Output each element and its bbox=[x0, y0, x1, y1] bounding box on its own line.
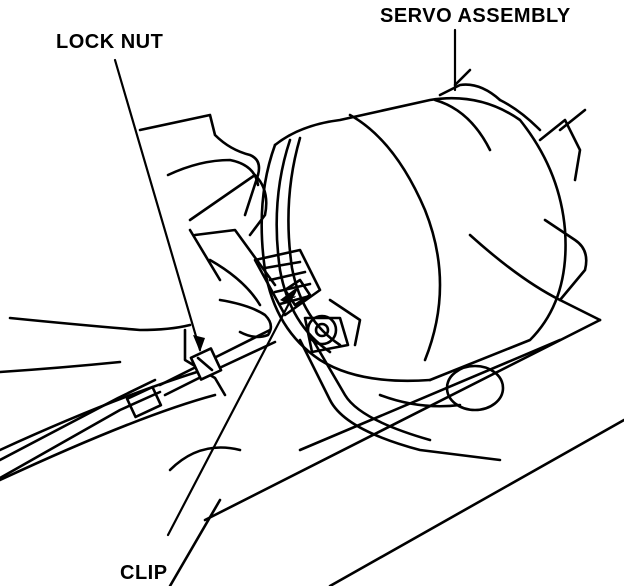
lock-nut-leader bbox=[113, 58, 202, 352]
servo-assembly-label: SERVO ASSEMBLY bbox=[380, 5, 571, 27]
mounting-bracket bbox=[0, 233, 624, 586]
leader-lines bbox=[113, 28, 457, 537]
clip-label: CLIP bbox=[120, 562, 168, 584]
linkage-assembly bbox=[253, 248, 502, 462]
lock-nut-label: LOCK NUT bbox=[56, 31, 164, 53]
hand bbox=[0, 113, 277, 374]
clip-leader bbox=[166, 288, 298, 537]
throttle-cable bbox=[0, 328, 277, 480]
lock-nut bbox=[189, 347, 223, 381]
